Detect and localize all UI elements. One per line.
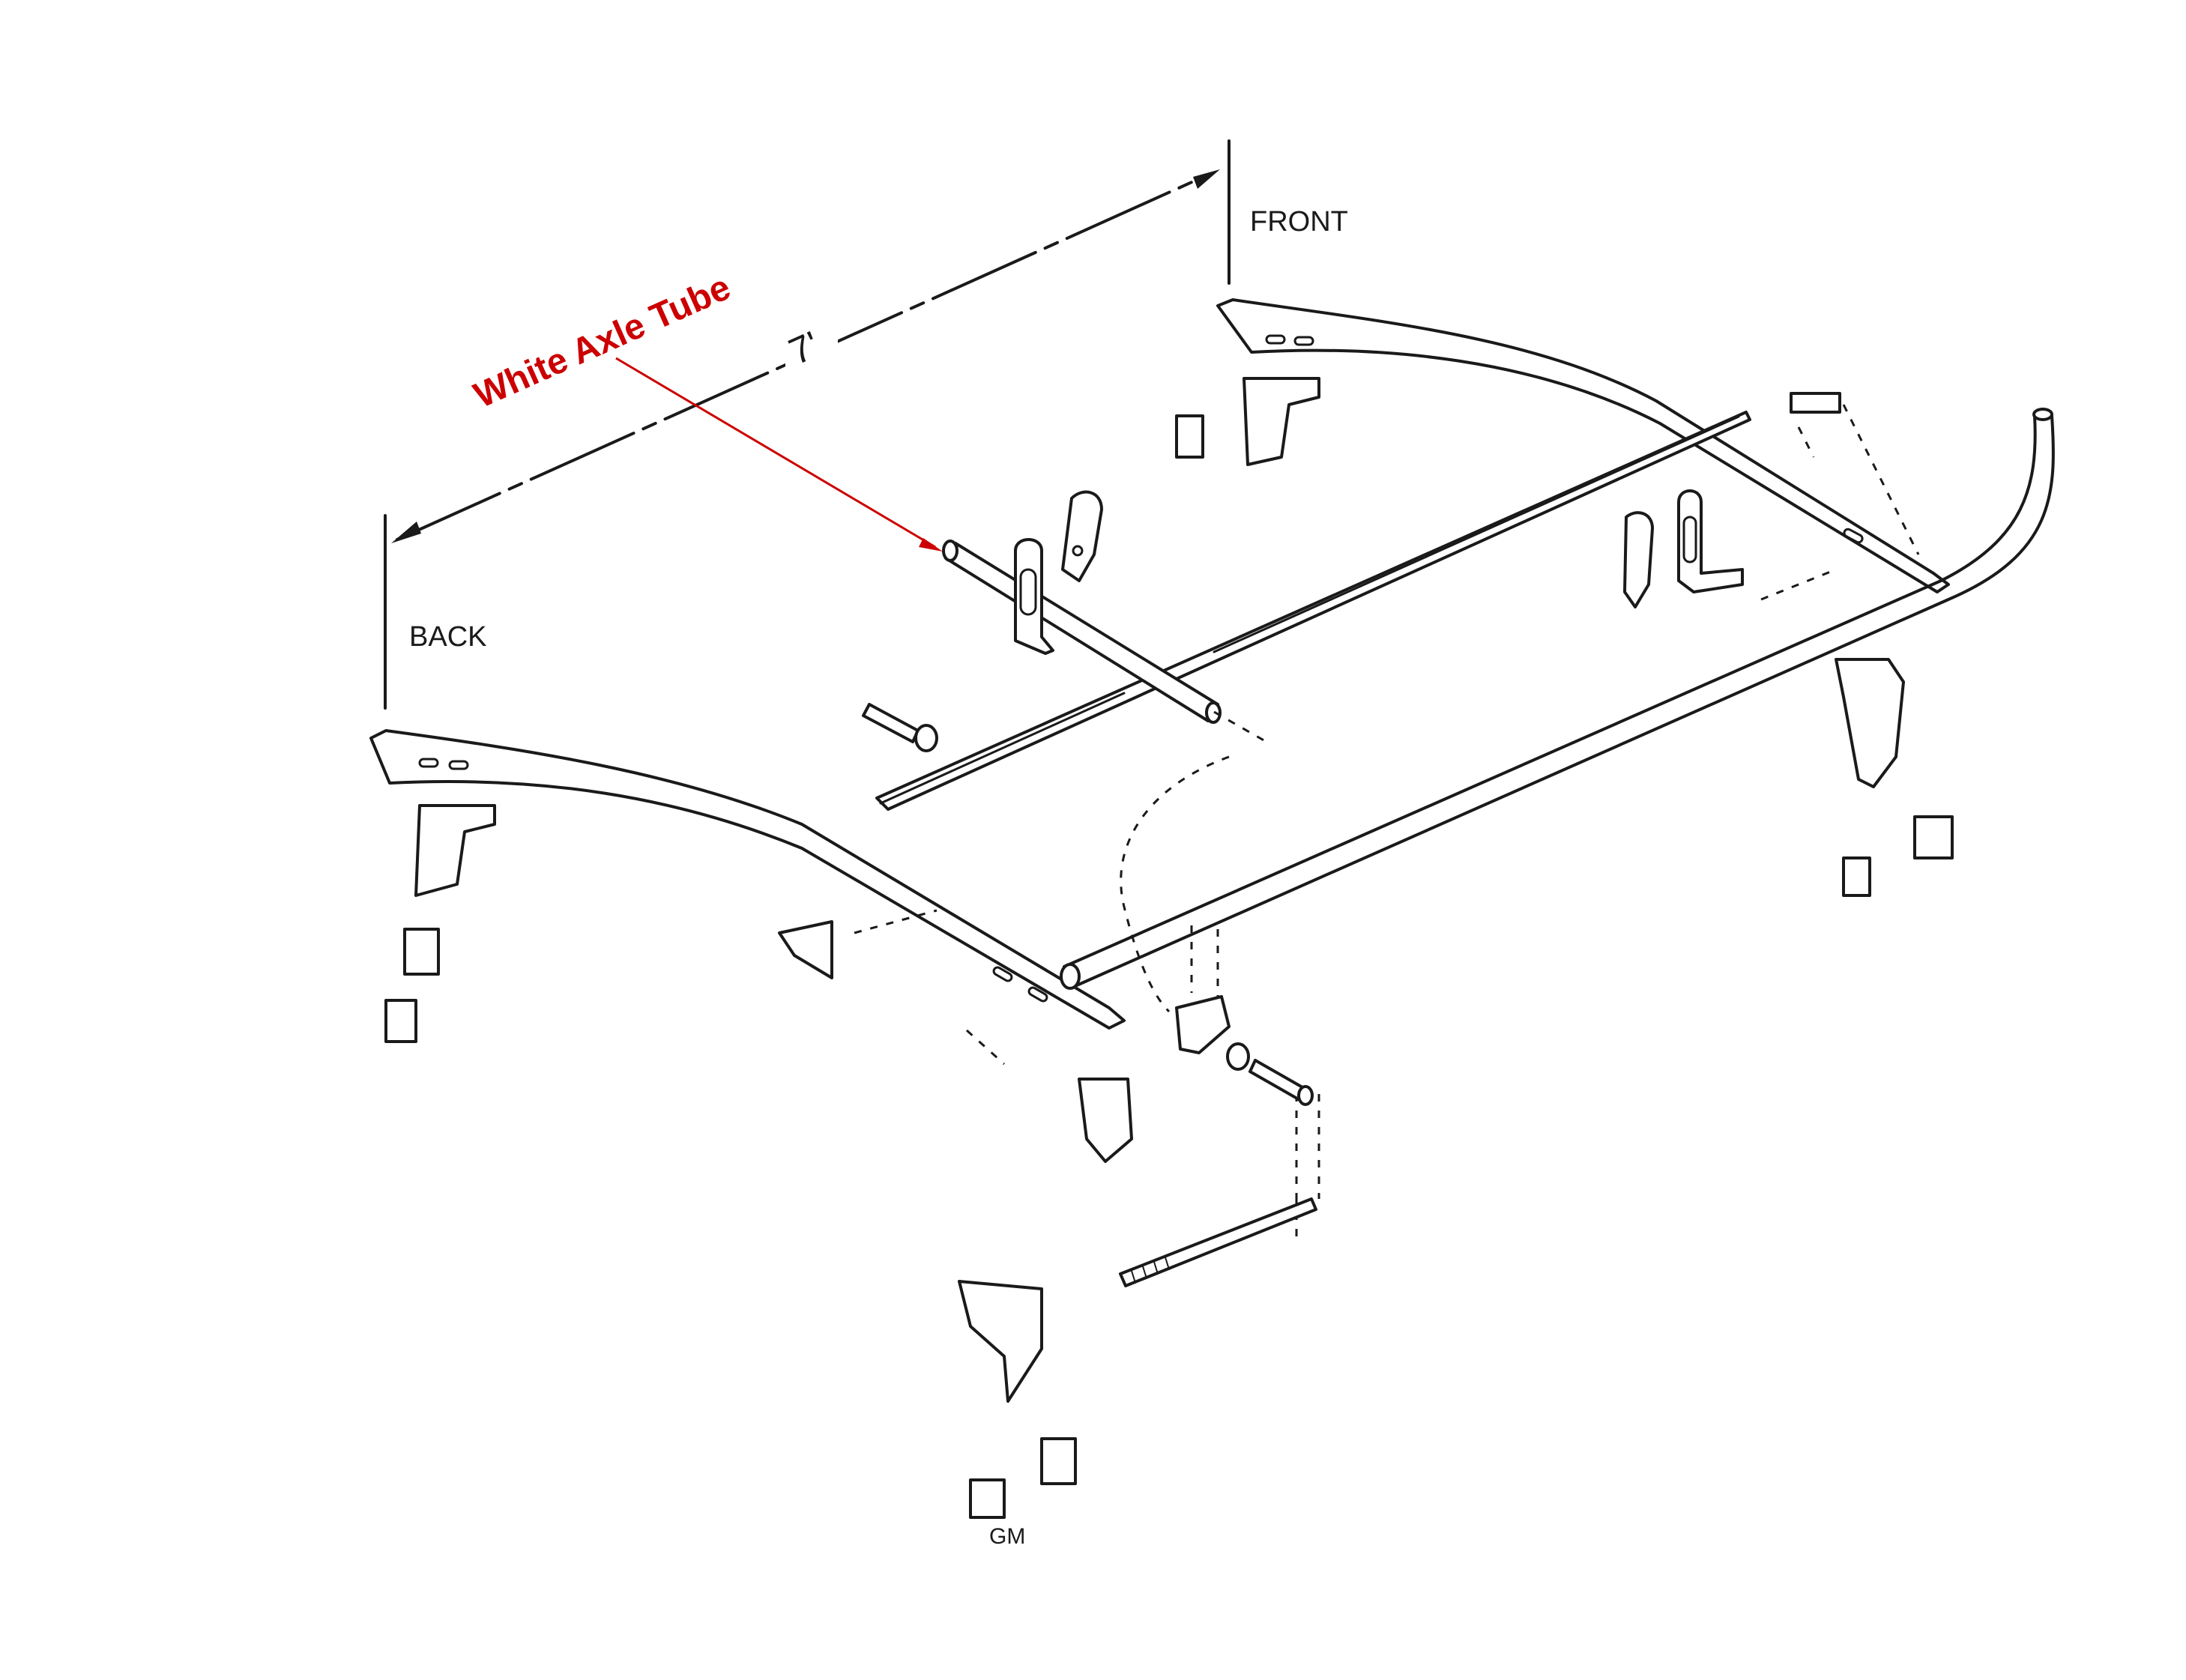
clip-plates xyxy=(384,392,1954,1519)
axle-tube-callout: White Axle Tube xyxy=(468,268,943,552)
saddle-clamp xyxy=(1175,995,1231,1054)
callout-arrowhead xyxy=(919,538,943,552)
front-label: FRONT xyxy=(1250,206,1348,238)
mounting-bracket-front xyxy=(1243,377,1320,466)
mounting-bracket-center xyxy=(958,1280,1043,1403)
dimension-arrow-back xyxy=(391,522,421,543)
swing-arc xyxy=(1120,710,1267,1013)
length-dimension: 7' xyxy=(384,139,1231,710)
small-pin xyxy=(862,703,938,752)
back-label: BACK xyxy=(409,621,486,653)
front-hanger-bracket xyxy=(1623,511,1654,608)
main-cross-tube xyxy=(1060,408,2055,990)
leader-lines xyxy=(854,404,1920,1236)
channel-cross-member xyxy=(875,411,1751,811)
callout-leader xyxy=(615,357,936,549)
mounting-bracket-right xyxy=(1835,658,1905,788)
dimension-arrow-front xyxy=(1193,169,1220,189)
front-loop-bracket xyxy=(1677,489,1744,593)
lower-pin xyxy=(1226,1042,1314,1106)
threaded-rod xyxy=(1119,1197,1317,1287)
axle-hanger-bracket xyxy=(1061,490,1103,582)
white-axle-tube xyxy=(942,540,1222,724)
back-rail xyxy=(369,729,1126,1030)
gm-mark: GM xyxy=(989,1524,1025,1549)
small-tab-bracket xyxy=(778,920,1133,1163)
axle-loop-bracket xyxy=(1014,538,1054,655)
front-rail xyxy=(1216,298,1950,593)
callout-label: White Axle Tube xyxy=(468,268,737,416)
mounting-bracket-left xyxy=(414,804,496,897)
